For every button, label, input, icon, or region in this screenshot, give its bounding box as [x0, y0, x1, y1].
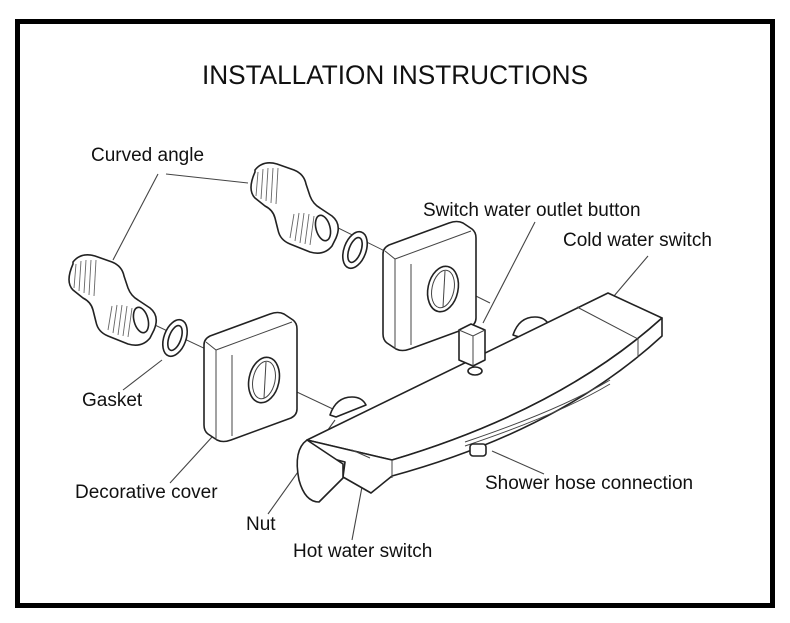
leader-cold-water-switch	[613, 255, 649, 297]
curved-angle-right	[250, 162, 340, 254]
label-hot-water-switch: Hot water switch	[293, 541, 433, 562]
decorative-cover-left	[203, 311, 298, 443]
label-nut: Nut	[246, 514, 276, 535]
label-gasket: Gasket	[82, 390, 143, 411]
label-shower-hose-connection: Shower hose connection	[485, 473, 694, 494]
diagram-title: INSTALLATION INSTRUCTIONS	[201, 60, 589, 90]
hot-water-knob	[296, 439, 344, 503]
gasket-left	[161, 318, 189, 358]
label-curved-angle: Curved angle	[91, 145, 205, 166]
label-decorative-cover: Decorative cover	[75, 482, 218, 503]
decorative-cover-right	[382, 220, 477, 352]
leader-decorative-cover	[169, 436, 213, 484]
label-switch-water-outlet-button: Switch water outlet button	[423, 200, 641, 221]
leader-curved-angle-right	[165, 173, 249, 184]
leader-shower-hose	[491, 450, 545, 475]
label-cold-water-switch: Cold water switch	[563, 230, 712, 251]
curved-angle-left	[68, 254, 158, 346]
mixer-body	[296, 292, 663, 503]
nut-left	[329, 396, 367, 418]
gasket-right	[341, 230, 369, 270]
outlet-button	[458, 323, 486, 376]
leader-curved-angle-left	[112, 173, 159, 261]
leader-gasket	[122, 359, 163, 391]
leader-outlet-button	[482, 221, 536, 324]
shower-hose-fitting	[469, 443, 487, 457]
